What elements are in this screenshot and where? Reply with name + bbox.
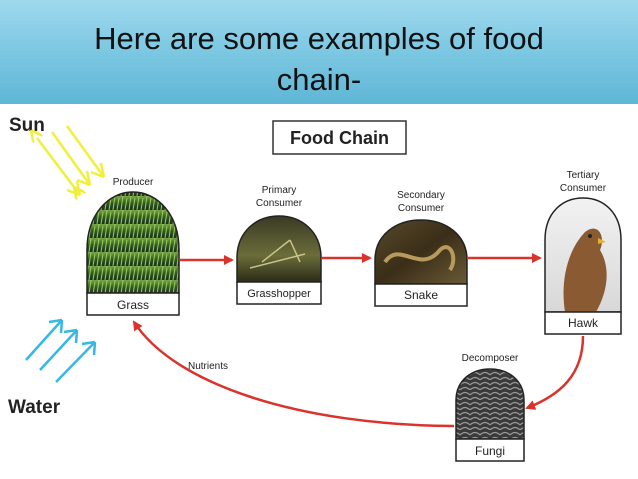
secondary-role-line-2: Consumer [398,203,445,214]
water-arrows-icon [25,318,97,383]
snake-image [374,219,468,285]
tertiary-role-line-2: Consumer [560,183,607,194]
slide-title-line-2: chain- [276,62,362,97]
title-banner: Here are some examples of food chain- [0,0,638,104]
sun-label: Sun [9,115,45,136]
node-decomposer: Decomposer Fungi [455,353,525,462]
producer-role-label: Producer [113,177,154,188]
water-label: Water [8,397,61,418]
diagram-title: Food Chain [290,128,389,148]
tertiary-name: Hawk [568,316,599,330]
grass-image [86,191,180,294]
decomposer-name: Fungi [475,444,505,458]
arrow-fungi-to-grass [132,320,455,428]
producer-name: Grass [117,298,149,312]
decomposer-role-label: Decomposer [462,353,519,364]
secondary-role-line-1: Secondary [397,190,445,201]
flow-arrows [132,253,585,428]
slide-title: Here are some examples of food chain- [0,18,638,100]
node-producer: Producer Grass [86,177,180,316]
primary-name: Grasshopper [247,288,311,300]
primary-role-line-2: Consumer [256,198,303,209]
primary-role-line-1: Primary [262,185,296,196]
tertiary-role-line-1: Tertiary [567,170,600,181]
fungi-image [455,368,525,440]
nutrients-label: Nutrients [188,361,228,372]
arrow-hawk-to-fungi [525,335,585,410]
diagram-title-box: Food Chain [272,120,407,155]
node-secondary-consumer: Secondary Consumer Snake [374,190,468,307]
node-primary-consumer: Primary Consumer Grasshopper [236,185,322,305]
node-tertiary-consumer: Tertiary Consumer Hawk [544,170,622,335]
sun-rays-icon [37,125,106,195]
secondary-name: Snake [404,288,438,302]
slide-title-line-1: Here are some examples of food [94,21,544,56]
